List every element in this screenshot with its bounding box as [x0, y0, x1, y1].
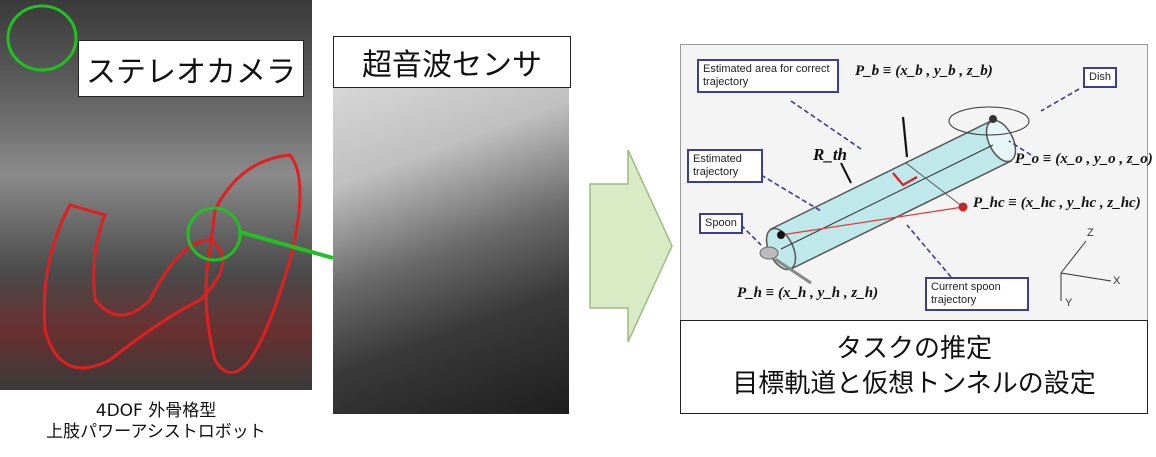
task-caption: タスクの推定 目標軌道と仮想トンネルの設定	[680, 320, 1148, 414]
task-caption-line1: タスクの推定	[836, 332, 992, 367]
arm-highlight-left	[44, 205, 223, 368]
axis-y-label: Y	[1065, 297, 1072, 309]
po-equation: P_o ≡ (x_o , y_o , z_o)	[1015, 151, 1153, 168]
stereo-camera-label: ステレオカメラ	[78, 40, 304, 97]
pb-arrow	[903, 117, 907, 157]
current-spoon-tag: Current spoon trajectory	[925, 277, 1029, 311]
robot-caption-line1: 4DOF 外骨格型	[96, 401, 216, 422]
robot-caption: 4DOF 外骨格型 上肢パワーアシストロボット	[8, 390, 304, 454]
trajectory-diagram: Estimated area for correct trajectory Es…	[680, 44, 1148, 322]
spoon-icon	[760, 247, 778, 259]
camera-highlight-ellipse	[8, 6, 76, 70]
ph-equation: P_h ≡ (x_h , y_h , z_h)	[737, 285, 878, 302]
radius-label: R_th	[813, 145, 847, 165]
spoon-start-point	[777, 231, 785, 239]
radius-arrow	[841, 163, 851, 183]
dish-point	[989, 115, 997, 123]
axis-x-label: X	[1113, 275, 1120, 287]
ultrasonic-sensor-label: 超音波センサ	[333, 36, 571, 88]
flow-arrow-icon	[588, 148, 674, 344]
spoon-tag: Spoon	[699, 213, 743, 234]
estimated-trajectory-tag: Estimated trajectory	[687, 149, 763, 183]
phc-equation: P_hc ≡ (x_hc , y_hc , z_hc)	[973, 195, 1141, 212]
estimated-area-tag: Estimated area for correct trajectory	[697, 59, 839, 93]
pb-equation: P_b ≡ (x_b , y_b , z_b)	[855, 63, 993, 80]
sensor-photo	[333, 84, 569, 414]
sensor-connector-line	[240, 232, 333, 258]
axis-z-label: Z	[1087, 227, 1094, 239]
task-caption-line2: 目標軌道と仮想トンネルの設定	[732, 367, 1095, 402]
robot-caption-line2: 上肢パワーアシストロボット	[46, 422, 266, 443]
dish-tag: Dish	[1083, 67, 1117, 88]
arm-highlight-right	[206, 155, 300, 373]
